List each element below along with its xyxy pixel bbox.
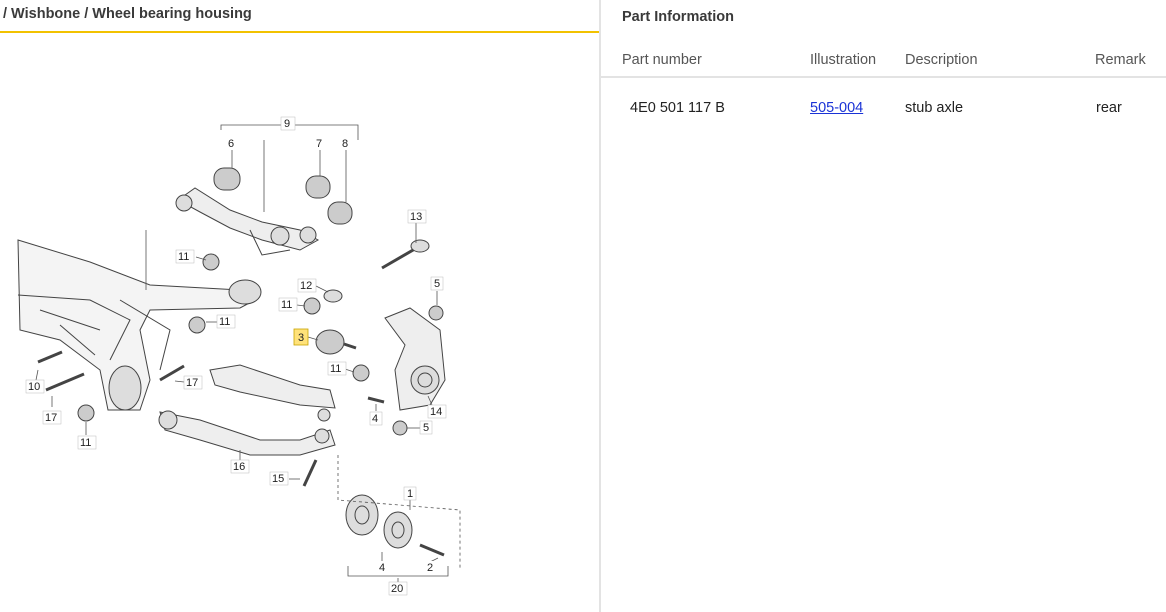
- diagram-labels: 9 6 7 8 13 11 12 5 11 11 3 11 10: [25, 116, 447, 596]
- label-17-a[interactable]: 17: [186, 377, 198, 389]
- cell-description: stub axle: [905, 100, 964, 116]
- cell-remark: rear: [1096, 100, 1122, 116]
- column-header-part-number[interactable]: Part number: [622, 52, 702, 68]
- label-20[interactable]: 20: [391, 583, 403, 595]
- label-8[interactable]: 8: [342, 138, 348, 150]
- label-10[interactable]: 10: [28, 381, 40, 393]
- wheel-hub-drawing: [345, 494, 445, 557]
- label-6[interactable]: 6: [228, 138, 234, 150]
- label-11-d[interactable]: 11: [330, 363, 341, 375]
- cell-illustration: 505-004: [810, 100, 863, 116]
- label-7[interactable]: 7: [316, 138, 322, 150]
- label-11-e[interactable]: 11: [80, 437, 91, 449]
- header-divider: [601, 76, 1166, 78]
- label-4-b[interactable]: 4: [379, 562, 385, 574]
- label-17-b[interactable]: 17: [45, 412, 57, 424]
- column-header-illustration[interactable]: Illustration: [810, 52, 877, 68]
- label-11-a[interactable]: 11: [178, 251, 189, 263]
- label-9[interactable]: 9: [284, 118, 290, 130]
- label-4-a[interactable]: 4: [372, 413, 378, 425]
- cell-part-number: 4E0 501 117 B: [630, 100, 725, 116]
- label-12[interactable]: 12: [300, 280, 312, 292]
- label-11-b[interactable]: 11: [281, 299, 292, 311]
- ball-joint-3-drawing: [315, 329, 357, 355]
- bushing-7-drawing: [305, 175, 331, 199]
- washer-12-drawing: [323, 289, 343, 303]
- panel-divider[interactable]: [599, 0, 601, 612]
- nut-11-drawing: [202, 253, 220, 271]
- bearing-housing-14-drawing: [384, 307, 446, 411]
- label-2[interactable]: 2: [427, 562, 433, 574]
- panel-title: Part Information: [622, 9, 734, 25]
- label-5-a[interactable]: 5: [434, 278, 440, 290]
- label-11-c[interactable]: 11: [219, 316, 230, 328]
- label-5-b[interactable]: 5: [423, 422, 429, 434]
- bushing-6-drawing: [213, 167, 241, 191]
- label-16[interactable]: 16: [233, 461, 245, 473]
- label-14[interactable]: 14: [430, 406, 442, 418]
- breadcrumb: / Wishbone / Wheel bearing housing: [3, 6, 252, 22]
- label-1[interactable]: 1: [407, 488, 413, 500]
- bushing-8-drawing: [327, 201, 353, 225]
- subframe-drawing: [17, 239, 262, 411]
- bolt-13-drawing: [381, 239, 430, 270]
- diagram-panel: / Wishbone / Wheel bearing housing: [0, 0, 599, 596]
- illustration-link[interactable]: 505-004: [810, 100, 864, 116]
- label-15[interactable]: 15: [272, 473, 284, 485]
- column-header-remark[interactable]: Remark: [1095, 52, 1146, 68]
- label-3-highlighted[interactable]: 3: [298, 332, 304, 344]
- breadcrumb-bar: / Wishbone / Wheel bearing housing: [0, 0, 599, 33]
- parts-diagram: 9 6 7 8 13 11 12 5 11 11 3 11 10: [17, 116, 461, 596]
- lower-wishbone-drawing: [158, 364, 336, 456]
- upper-wishbone-drawing: [175, 187, 320, 256]
- bolt-15-drawing: [302, 459, 318, 487]
- part-information-panel: Part Information Part number Illustratio…: [601, 0, 1166, 612]
- label-13[interactable]: 13: [410, 211, 422, 223]
- column-header-description[interactable]: Description: [905, 52, 978, 68]
